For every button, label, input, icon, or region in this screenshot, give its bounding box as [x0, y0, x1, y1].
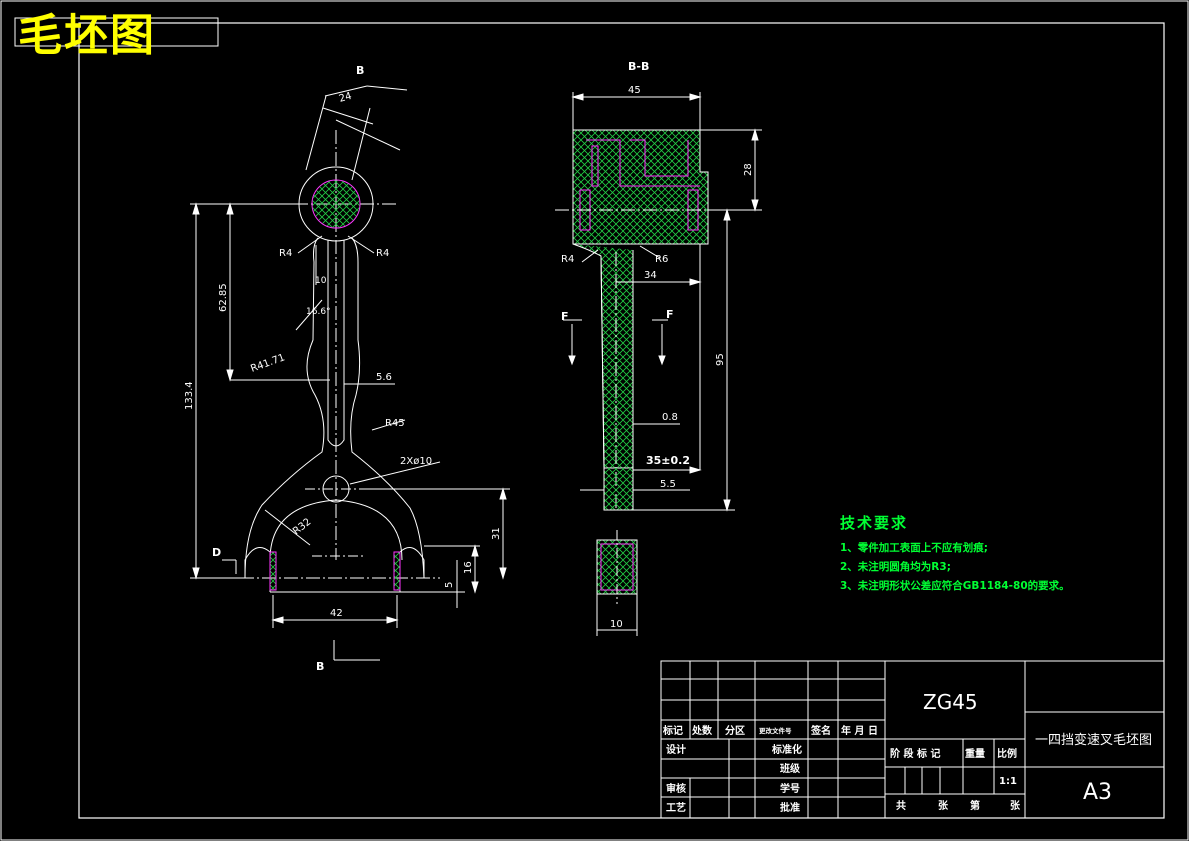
dim-radius-4: R4 [561, 254, 574, 265]
page-title: 毛坯图 [18, 10, 156, 61]
dim-height-5: 5 [444, 582, 455, 588]
sheet-label-0: 共 [896, 799, 906, 812]
dim-holes: 2Xø10 [400, 456, 432, 467]
section-mark-right: F [666, 308, 674, 321]
dim-radius-32: R32 [291, 517, 313, 538]
sign-review: 审核 [666, 782, 686, 795]
dim-width-top: 24 [338, 91, 353, 105]
dim-08: 0.8 [662, 412, 678, 423]
dim-width-45: 45 [628, 85, 641, 96]
tech-requirements-title: 技术要求 [840, 514, 909, 532]
dim-width-42: 42 [330, 608, 343, 619]
sign-approve: 批准 [780, 801, 800, 814]
rev-header-1: 处数 [691, 724, 713, 737]
sheet-label-2: 第 [970, 799, 980, 812]
part-name: 一四挡变速叉毛坯图 [1035, 732, 1152, 748]
dim-55: 5.5 [660, 479, 676, 490]
section-mark-top: B [356, 64, 364, 77]
sign-craft: 工艺 [666, 801, 686, 814]
sign-design: 设计 [666, 743, 686, 756]
tech-requirement-item: 2、未注明圆角均为R3; [840, 561, 951, 573]
dim-small-10: 10 [315, 276, 327, 286]
front-view-labels: B B D 24 R4 R4 10 16.6° 62.85 R41.71 5.6… [184, 64, 502, 673]
sheet-label-1: 张 [938, 799, 949, 812]
sheet-size: A3 [1083, 780, 1112, 805]
dim-radius-6: R6 [655, 254, 668, 265]
dim-height-95: 95 [715, 353, 726, 366]
front-view [190, 85, 510, 661]
section-mark-bottom: B [316, 660, 324, 673]
rev-header-5: 年 月 日 [841, 724, 878, 737]
title-block-labels: ZG45 一四挡变速叉毛坯图 A3 标记 处数 分区 更改文件号 签名 年 月 … [662, 690, 1152, 814]
rev-header-3: 更改文件号 [759, 726, 792, 735]
section-view [555, 92, 762, 636]
sign-class: 班级 [780, 762, 801, 775]
section-view-labels: B-B F F 45 28 R4 R6 34 95 0.8 35±0.2 5.5… [561, 60, 754, 630]
dim-gap-56: 5.6 [376, 372, 392, 383]
dim-width-10: 10 [610, 619, 623, 630]
dim-height-62: 62.85 [218, 283, 229, 312]
ratio-label: 比例 [997, 747, 1017, 760]
dim-height-total: 133.4 [184, 381, 195, 410]
dim-width-34: 34 [644, 270, 657, 281]
sign-standard: 标准化 [771, 743, 802, 756]
datum-label: D [212, 546, 221, 559]
dim-radius-right: R4 [376, 248, 389, 259]
dim-radius-41: R41.71 [249, 352, 286, 375]
title-box [14, 17, 219, 47]
rev-header-0: 标记 [662, 724, 683, 737]
dim-height-31: 31 [491, 527, 502, 540]
dim-radius-left: R4 [279, 248, 292, 259]
sign-student-id: 学号 [780, 782, 800, 795]
ratio-value: 1:1 [999, 776, 1017, 787]
tech-requirements: 技术要求 1、零件加工表面上不应有划痕; 2、未注明圆角均为R3; 3、未注明形… [840, 512, 1070, 596]
inner-frame [78, 22, 1165, 819]
rev-header-2: 分区 [725, 724, 745, 737]
section-title: B-B [628, 60, 649, 73]
title-block [660, 660, 1165, 819]
rev-header-4: 签名 [810, 724, 831, 737]
dim-height-28: 28 [743, 163, 754, 176]
material: ZG45 [923, 690, 978, 714]
tech-requirement-item: 3、未注明形状公差应符合GB1184-80的要求。 [840, 580, 1070, 592]
sheet-label-3: 张 [1010, 799, 1021, 812]
dim-angle: 16.6° [306, 307, 331, 317]
stage-label: 阶 段 标 记 [890, 747, 940, 760]
dim-height-16: 16 [463, 561, 474, 574]
tech-requirement-item: 1、零件加工表面上不应有划痕; [840, 542, 989, 554]
section-mark-left: F [561, 310, 569, 323]
weight-label: 重量 [965, 747, 985, 760]
dim-35: 35±0.2 [646, 454, 690, 467]
dim-radius-45: R45 [385, 418, 405, 429]
